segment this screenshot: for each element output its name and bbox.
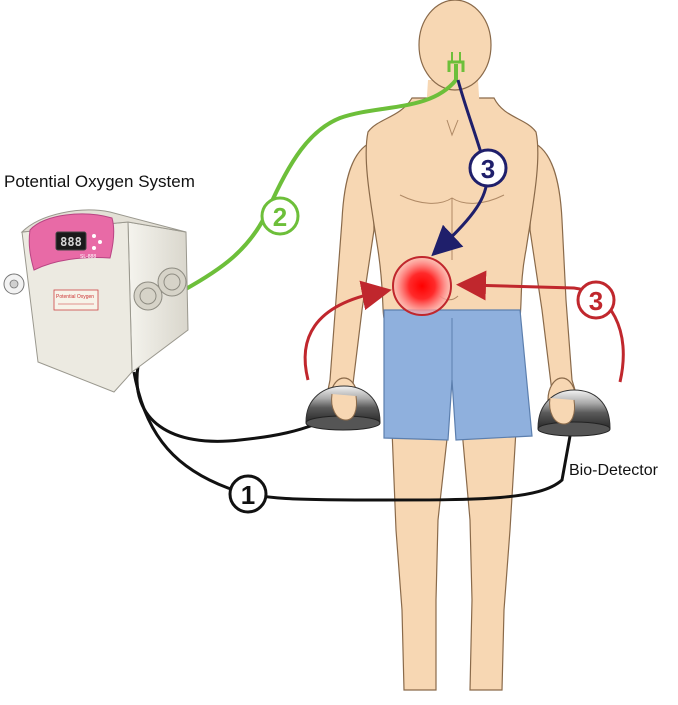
wire-right-detector — [132, 371, 572, 502]
step-badge-3-red: 3 — [576, 280, 616, 320]
right-hand-grip — [549, 397, 575, 425]
left-arm — [325, 141, 375, 416]
step-3-red-number: 3 — [589, 286, 603, 316]
target-glow — [392, 256, 452, 316]
oxygen-tube — [183, 64, 458, 292]
step-badge-1: 1 — [228, 474, 268, 514]
step-2-number: 2 — [273, 202, 287, 232]
device-display: 888 — [60, 235, 82, 249]
step-badge-2: 2 — [260, 196, 300, 236]
shorts — [383, 309, 533, 441]
arrow-red-left — [303, 280, 392, 381]
detector-label: Bio-Detector — [569, 462, 658, 479]
step-badge-3-navy: 3 — [468, 148, 508, 188]
right-leg — [461, 429, 517, 691]
oxygen-device: 888 SL-888 Potential Oxygen — [3, 209, 189, 393]
nasal-clip — [447, 60, 465, 72]
step-3-navy-number: 3 — [481, 154, 495, 184]
arrow-red-right — [456, 270, 625, 383]
left-hand-grip — [331, 393, 357, 421]
right-arm — [529, 141, 579, 416]
device-brand: SL-888 — [80, 254, 96, 260]
step-1-number: 1 — [241, 480, 255, 510]
wire-left-detector — [135, 365, 317, 443]
left-leg — [391, 429, 449, 691]
head — [418, 0, 492, 91]
nasal-prongs — [451, 52, 461, 62]
system-label: Potential Oxygen System — [4, 172, 195, 191]
device-sticker: Potential Oxygen — [56, 294, 94, 300]
